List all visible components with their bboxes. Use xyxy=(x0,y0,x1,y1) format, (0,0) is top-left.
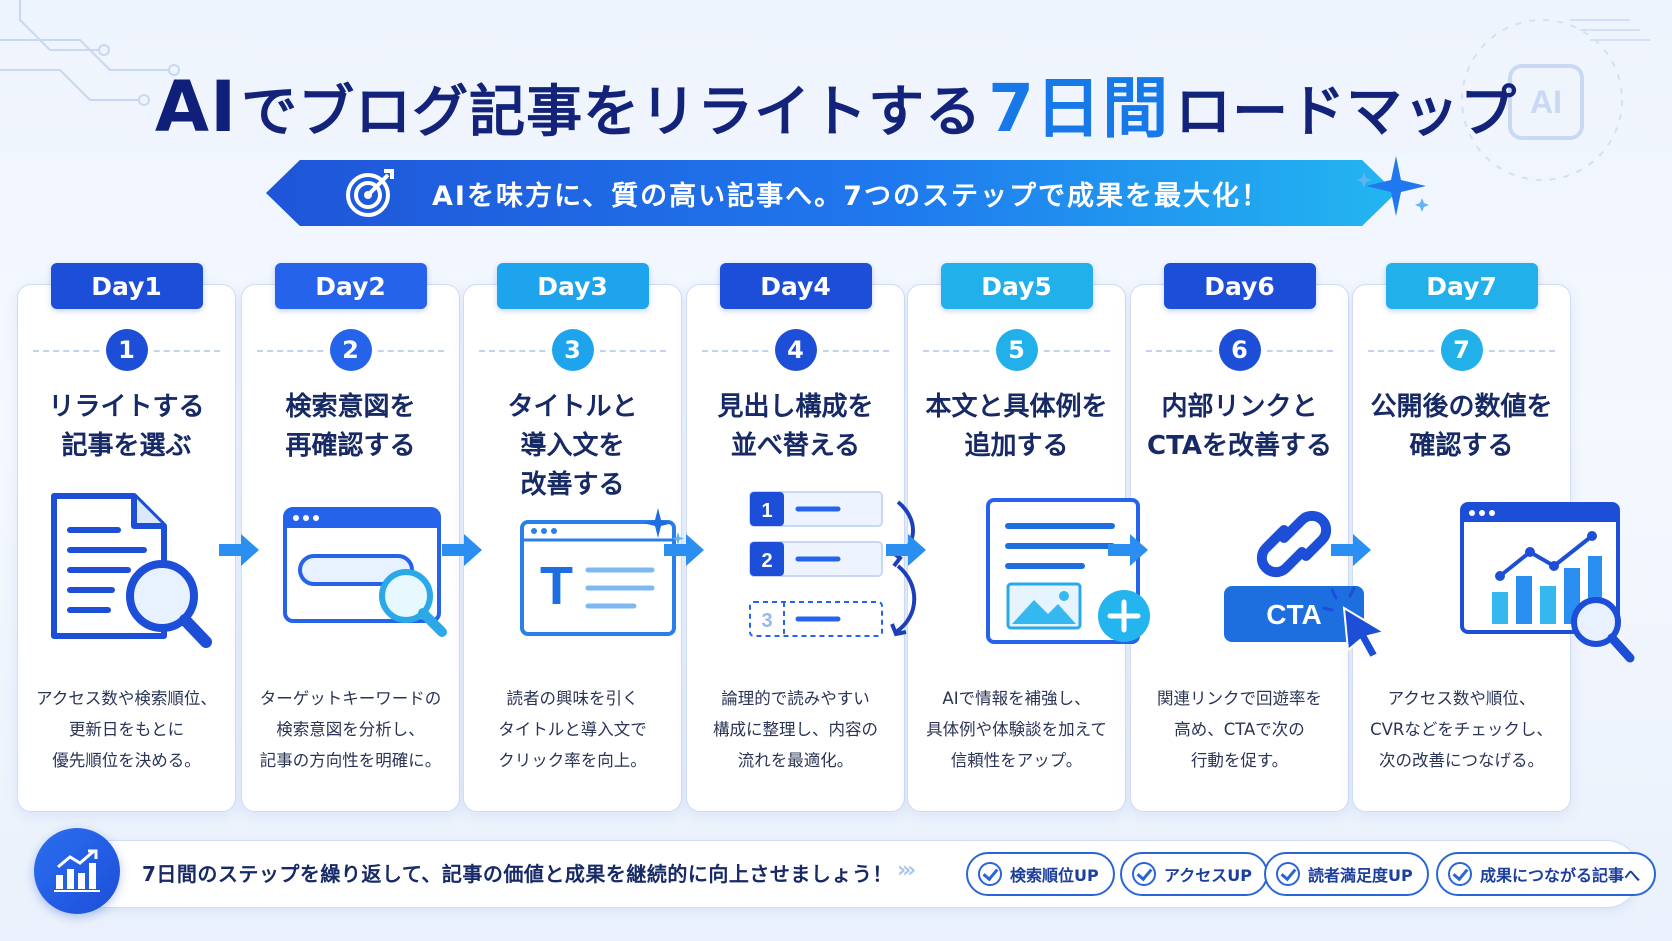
day-label: Day1 xyxy=(50,263,203,309)
step-title: タイトルと 導入文を 改善する xyxy=(507,392,638,500)
day-label: Day3 xyxy=(496,263,649,309)
step-number: 4 xyxy=(774,329,817,371)
growth-chart-icon xyxy=(34,828,120,914)
page-title: AI でブログ記事をリライトする 7日間 ロードマップ xyxy=(0,55,1672,148)
arrow-right-icon xyxy=(886,534,926,566)
chevron-right-icon: ››› xyxy=(897,858,916,883)
title-highlight: 7日間 xyxy=(988,70,1170,147)
banner-text: AIを味方に、質の高い記事へ。7つのステップで成果を最大化！ xyxy=(432,180,1270,212)
check-circle-icon xyxy=(978,862,1002,886)
step-title: リライトする 記事を選ぶ xyxy=(48,392,205,461)
step-description: AIで情報を補強し、 具体例や体験談を加えて 信頼性をアップ。 xyxy=(926,689,1107,770)
step-title: 内部リンクと CTAを改善する xyxy=(1147,392,1332,461)
reorder-list-icon: 1 2 3 xyxy=(749,491,917,637)
list-number-2: 2 xyxy=(761,550,772,572)
step-description: 関連リンクで回遊率を 高め、CTAで次の 行動を促す。 xyxy=(1157,689,1322,770)
benefit-pill-label: 読者満足度UP xyxy=(1308,866,1413,885)
day-label: Day7 xyxy=(1385,263,1538,309)
arrow-right-icon xyxy=(1108,534,1148,566)
step-title: 見出し構成を 並べ替える xyxy=(717,392,874,461)
step-number: 5 xyxy=(995,329,1038,371)
arrow-right-icon xyxy=(1330,534,1371,566)
link-cta-icon: CTA xyxy=(1224,510,1387,660)
check-circle-icon xyxy=(1448,862,1472,886)
step-title: 本文と具体例を 追加する xyxy=(925,392,1108,461)
benefit-pill-label: 検索順位UP xyxy=(1010,866,1099,885)
arrow-right-icon xyxy=(441,534,482,566)
benefit-pill: 読者満足度UP xyxy=(1264,852,1429,896)
step-title: 検索意図を 再確認する xyxy=(285,392,416,461)
text-editor-icon: T xyxy=(520,508,684,636)
add-content-icon xyxy=(986,498,1150,644)
list-number-1: 1 xyxy=(761,500,772,522)
benefit-pill: 検索順位UP xyxy=(966,852,1115,896)
step-number: 6 xyxy=(1218,329,1261,371)
benefit-pill: 成果につながる記事へ xyxy=(1436,852,1657,896)
document-search-icon xyxy=(51,493,212,648)
step-description: 読者の興味を引く タイトルと導入文で クリック率を向上。 xyxy=(498,689,647,770)
analytics-chart-icon xyxy=(1460,502,1635,663)
check-circle-icon xyxy=(1132,862,1156,886)
benefit-pill: アクセスUP xyxy=(1120,852,1268,896)
arrow-right-icon xyxy=(664,534,704,566)
step-description: 論理的で読みやすい 構成に整理し、内容の 流れを最適化。 xyxy=(713,689,878,770)
day-label: Day4 xyxy=(719,263,872,309)
check-circle-icon xyxy=(1276,862,1300,886)
subtitle-banner: AIを味方に、質の高い記事へ。7つのステップで成果を最大化！ xyxy=(266,160,1396,226)
step-number: 1 xyxy=(105,329,148,371)
title-part2: ロードマップ xyxy=(1175,80,1518,145)
step-number: 3 xyxy=(551,329,594,371)
benefit-pill-label: 成果につながる記事へ xyxy=(1480,866,1641,885)
step-description: ターゲットキーワードの 検索意図を分析し、 記事の方向性を明確に。 xyxy=(259,689,442,770)
title-ai: AI xyxy=(154,66,238,148)
summary-text: 7日間のステップを繰り返して、記事の価値と成果を継続的に向上させましょう！ xyxy=(142,862,893,886)
browser-search-icon xyxy=(283,507,447,637)
day-label: Day2 xyxy=(274,263,427,309)
list-number-3: 3 xyxy=(761,610,772,632)
target-icon xyxy=(346,169,394,217)
cta-text: CTA xyxy=(1266,599,1321,630)
benefit-pill-label: アクセスUP xyxy=(1164,866,1252,885)
step-title: 公開後の数値を 確認する xyxy=(1370,392,1553,461)
day-label: Day6 xyxy=(1163,263,1316,309)
step-description: アクセス数や順位、 CVRなどをチェックし、 次の改善につなげる。 xyxy=(1370,689,1553,770)
day-label: Day5 xyxy=(940,263,1093,309)
text-letter: T xyxy=(540,556,573,616)
step-number: 7 xyxy=(1440,329,1483,371)
step-description: アクセス数や検索順位、 更新日をもとに 優先順位を決める。 xyxy=(36,689,217,770)
arrow-right-icon xyxy=(218,534,259,566)
title-part1: でブログ記事をリライトする xyxy=(241,80,983,145)
step-number: 2 xyxy=(329,329,372,371)
